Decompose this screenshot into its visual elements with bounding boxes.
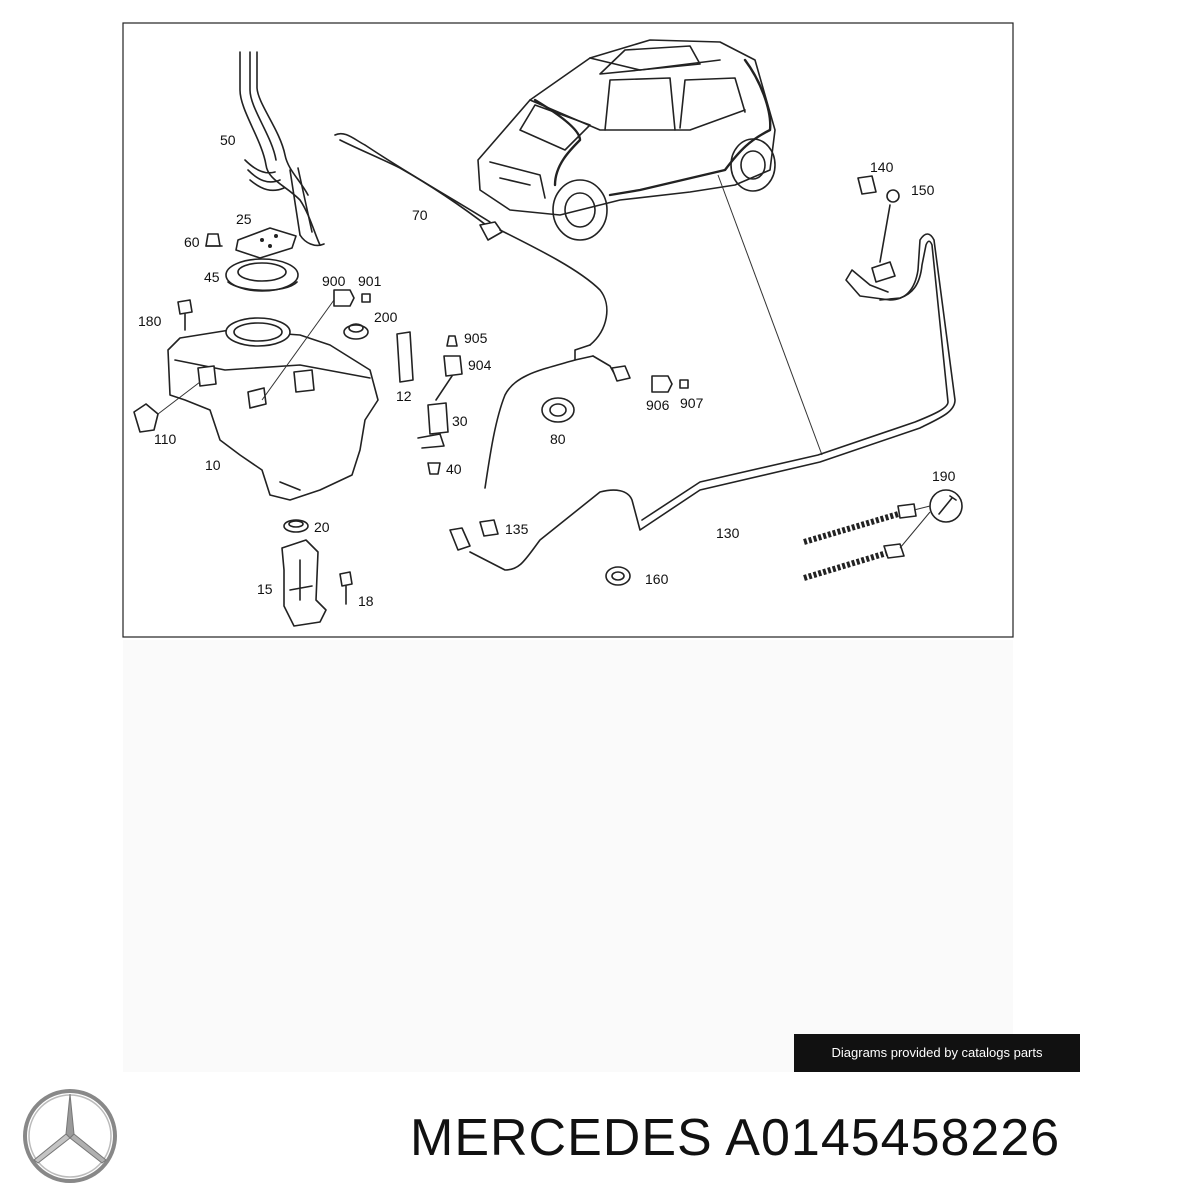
- hose-set-190: [803, 489, 963, 581]
- product-title: MERCEDES A0145458226: [410, 1108, 1060, 1168]
- brand-name: MERCEDES: [410, 1109, 713, 1167]
- washer-hose-70: [334, 132, 631, 489]
- label-15: 15: [257, 581, 273, 597]
- label-20: 20: [314, 519, 330, 535]
- connector-906: [651, 375, 673, 393]
- grommet-20: [283, 519, 309, 533]
- label-80: 80: [550, 431, 566, 447]
- label-50: 50: [220, 132, 236, 148]
- mercedes-star-logo: [23, 1089, 117, 1183]
- diagram-credit-badge: Diagrams provided by catalogs parts: [794, 1034, 1080, 1072]
- plug-60: [205, 233, 223, 247]
- clip-160: [605, 566, 631, 586]
- elbow-135: [449, 519, 499, 551]
- grommet-80: [541, 397, 575, 423]
- label-45: 45: [204, 269, 220, 285]
- footer-panel: [123, 640, 1013, 1072]
- bracket-15: [281, 539, 327, 627]
- label-135: 135: [505, 521, 529, 537]
- label-110: 110: [154, 431, 177, 447]
- part-number: A0145458226: [725, 1109, 1061, 1167]
- clip-110: [133, 381, 201, 433]
- seal-ring-45: [225, 258, 299, 292]
- label-160: 160: [645, 571, 669, 587]
- label-30: 30: [452, 413, 468, 429]
- filler-neck-50: [239, 51, 325, 247]
- connector-904: [435, 355, 463, 401]
- pump-30: [417, 402, 449, 449]
- label-180: 180: [138, 313, 162, 329]
- label-140: 140: [870, 159, 894, 175]
- bolt-180: [177, 299, 193, 331]
- label-906: 906: [646, 397, 670, 413]
- label-70: 70: [412, 207, 428, 223]
- car-illustration: [477, 39, 776, 241]
- pin-901: [361, 293, 371, 303]
- cap-25: [235, 227, 297, 259]
- label-12: 12: [396, 388, 412, 404]
- pin-907: [679, 379, 689, 389]
- bolt-18: [339, 571, 353, 605]
- label-130: 130: [716, 525, 740, 541]
- hose-130: [469, 233, 956, 571]
- bracket-12: [396, 331, 414, 383]
- leader-900: [261, 299, 335, 401]
- label-200: 200: [374, 309, 398, 325]
- label-901: 901: [358, 273, 382, 289]
- label-25: 25: [236, 211, 252, 227]
- grommet-200: [343, 323, 369, 340]
- label-10: 10: [205, 457, 221, 473]
- label-150: 150: [911, 182, 935, 198]
- leader-car-to-hose: [717, 174, 823, 456]
- pin-905: [446, 335, 458, 347]
- nozzle-140: [857, 175, 877, 195]
- label-18: 18: [358, 593, 374, 609]
- label-900: 900: [322, 273, 346, 289]
- grommet-40: [427, 462, 441, 475]
- clamp-150: [879, 189, 900, 263]
- label-190: 190: [932, 468, 956, 484]
- label-907: 907: [680, 395, 704, 411]
- label-60: 60: [184, 234, 200, 250]
- label-905: 905: [464, 330, 488, 346]
- reservoir-10: [167, 317, 379, 501]
- label-904: 904: [468, 357, 492, 373]
- connector-900: [333, 289, 355, 307]
- label-40: 40: [446, 461, 462, 477]
